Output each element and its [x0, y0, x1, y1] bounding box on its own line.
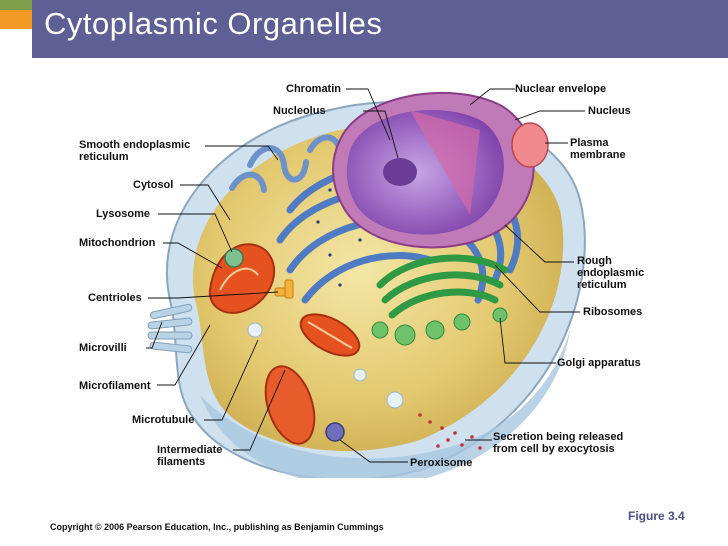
golgi-vesicles	[371, 307, 508, 346]
label-cytosol: Cytosol	[133, 179, 174, 191]
corner-accent-green	[0, 0, 32, 10]
corner-accent-white	[0, 29, 32, 58]
vesicles	[247, 322, 404, 409]
label-microfilament: Microfilament	[79, 380, 151, 392]
plasma-membrane-bulge	[511, 122, 549, 168]
slide-title: Cytoplasmic Organelles	[44, 6, 383, 41]
centrioles	[274, 279, 294, 299]
label-plasma-membrane: Plasma membrane	[570, 137, 626, 161]
copyright-notice: Copyright © 2006 Pearson Education, Inc.…	[50, 522, 384, 532]
cell-diagram	[146, 88, 586, 478]
mitochondrion-lower	[299, 313, 361, 357]
golgi-apparatus	[376, 254, 509, 319]
nucleus	[332, 91, 535, 249]
label-lysosome: Lysosome	[96, 208, 151, 220]
label-nucleolus: Nucleolus	[273, 105, 326, 117]
label-golgi-apparatus: Golgi apparatus	[557, 357, 641, 369]
label-secretion: Secretion being released from cell by ex…	[493, 431, 624, 455]
label-nucleus: Nucleus	[588, 105, 631, 117]
label-peroxisome: Peroxisome	[410, 457, 473, 469]
lysosome	[224, 248, 244, 268]
label-nuclear-envelope: Nuclear envelope	[515, 83, 607, 95]
figure-label: Figure 3.4	[628, 509, 685, 523]
label-rough-er: Rough endoplasmic reticulum	[577, 255, 645, 291]
nucleolus	[383, 158, 417, 186]
leader-lines	[146, 88, 585, 463]
microvilli	[147, 303, 193, 354]
label-centrioles: Centrioles	[88, 292, 142, 304]
secretion-dots	[418, 413, 482, 450]
peroxisome	[325, 422, 345, 442]
label-microtubule: Microtubule	[132, 414, 195, 426]
label-microvilli: Microvilli	[79, 342, 127, 354]
label-mitochondrion: Mitochondrion	[79, 237, 156, 249]
title-bar: Cytoplasmic Organelles	[0, 0, 728, 58]
label-smooth-er: Smooth endoplasmic reticulum	[79, 139, 191, 163]
label-chromatin: Chromatin	[286, 83, 341, 95]
corner-accent-orange	[0, 10, 32, 29]
label-intermediate-filaments: Intermediate filaments	[157, 444, 223, 468]
label-ribosomes: Ribosomes	[583, 306, 643, 318]
